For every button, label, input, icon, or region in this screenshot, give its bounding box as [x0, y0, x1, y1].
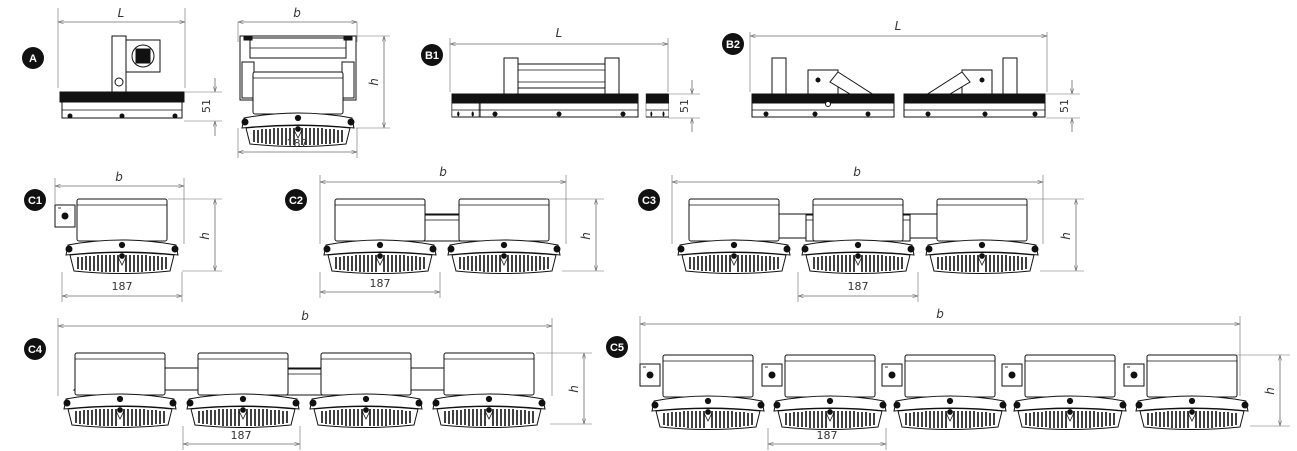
- badge-c3: C3: [638, 189, 660, 211]
- dim-a-length-label: L: [118, 6, 125, 20]
- dim-c5-width-label: b: [936, 307, 944, 321]
- dim-c2-module-label: 187: [370, 277, 391, 290]
- badge-c1: C1: [24, 189, 46, 211]
- badge-b1-label: B1: [425, 50, 439, 62]
- dim-c3-height-label: h: [1059, 232, 1073, 240]
- dim-b2-height-label: 51: [1058, 99, 1071, 113]
- badge-c4-label: C4: [28, 344, 43, 356]
- view-c1: C1 b h 187: [24, 170, 222, 302]
- dim-b1-height-label: 51: [678, 99, 691, 113]
- view-c2: C2 b h 187: [285, 165, 604, 298]
- dim-front-width-label: b: [293, 6, 301, 20]
- dim-c2-height-label: h: [579, 232, 593, 240]
- dim-b2-length-label: L: [895, 19, 902, 33]
- dim-front-module-label: 187: [287, 137, 308, 150]
- badge-c3-label: C3: [642, 195, 656, 207]
- dim-c3-width-label: b: [853, 165, 861, 179]
- dim-front-height-label: h: [367, 78, 381, 86]
- dim-b1-length-label: L: [556, 26, 563, 40]
- dim-c5-module-label: 187: [817, 429, 838, 442]
- badge-b1: B1: [421, 44, 443, 66]
- view-b2: B2 L 51: [722, 19, 1080, 132]
- view-a-front: b h 187: [237, 6, 390, 158]
- badge-c4: C4: [24, 338, 46, 360]
- badge-c2: C2: [285, 189, 307, 211]
- badge-c2-label: C2: [289, 195, 303, 207]
- badge-c5: C5: [606, 336, 628, 358]
- badge-c1-label: C1: [28, 195, 42, 207]
- badge-c5-label: C5: [610, 342, 624, 354]
- badge-b2-label: B2: [726, 39, 740, 51]
- dim-c4-height-label: h: [567, 385, 581, 393]
- dim-c4-module-label: 187: [231, 429, 252, 442]
- dim-c1-height-label: h: [198, 232, 212, 240]
- dim-c2-width-label: b: [439, 165, 447, 179]
- view-c3: C3 b h 187: [638, 165, 1084, 302]
- dim-c3-module-label: 187: [848, 280, 869, 293]
- dim-c4-width-label: b: [301, 309, 309, 323]
- view-c4: C4 b h 187: [24, 309, 592, 450]
- badge-a-label: A: [29, 53, 37, 65]
- view-c5: C5 b h 187: [606, 307, 1290, 450]
- badge-b2: B2: [722, 33, 744, 55]
- dim-c5-height-label: h: [1263, 387, 1277, 395]
- dim-a-height-label: 51: [200, 99, 213, 113]
- dim-c1-width-label: b: [115, 170, 123, 184]
- badge-a: A: [22, 47, 44, 69]
- dim-c1-module-label: 187: [112, 280, 133, 293]
- view-a: A L 51: [22, 6, 222, 136]
- view-b1: B1 L 51: [421, 26, 700, 132]
